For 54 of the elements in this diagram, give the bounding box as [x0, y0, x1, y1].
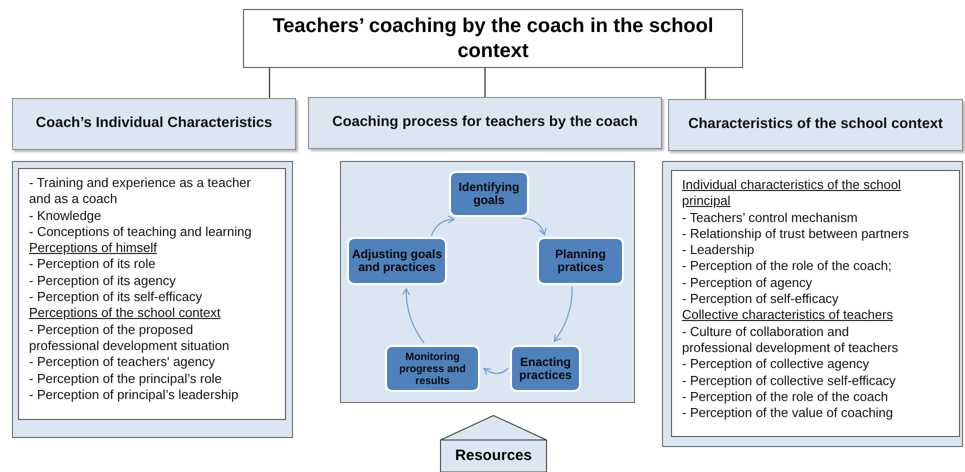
panel-background — [340, 161, 635, 403]
connector-line — [268, 68, 270, 98]
step-label: Monitoring progress and results — [398, 350, 467, 386]
process-step-box — [449, 171, 529, 217]
list-item: - Leadership — [682, 242, 756, 258]
header-box — [308, 97, 662, 149]
pentagon-box — [440, 415, 547, 472]
heading-text: Coach’s Individual Characteristics — [36, 114, 272, 134]
list-item: - Perception of teachers' agency — [29, 354, 216, 371]
list-item: - Perception of the role of the coach; — [682, 258, 893, 275]
list-item: - Perception of the value of coaching — [682, 405, 894, 422]
step-label: Planning pratices — [554, 248, 607, 274]
list-item: - Knowledge — [29, 208, 102, 224]
list-item: - Perception of collective self-efficacy — [682, 372, 897, 389]
list-item: - Culture of collaboration and professional development of teachers — [682, 324, 900, 356]
header-box — [12, 98, 296, 150]
heading-text: Coaching process for teachers by the coach — [332, 113, 638, 132]
box-label: Resources — [454, 446, 533, 466]
arrow — [402, 288, 425, 344]
list-item: - Perception of its role — [29, 256, 156, 273]
connector-line — [484, 68, 486, 97]
process-step-box — [537, 237, 624, 285]
arrow — [483, 368, 508, 376]
connector-line — [704, 68, 706, 99]
section-heading: Perceptions of himself — [29, 240, 158, 256]
list-item: - Perception of the principal’s role — [29, 370, 223, 387]
list-item: - Relationship of trust between partners — [682, 226, 910, 242]
step-label: Identifying goals — [458, 181, 520, 207]
process-step-box — [385, 345, 480, 392]
arrow — [554, 286, 573, 342]
title-text: Teachers’ coaching by the coach in the school context — [272, 14, 714, 64]
arrow — [522, 218, 546, 236]
section-heading: Perceptions of the school context — [29, 305, 222, 322]
title-box — [243, 9, 743, 68]
list-item: - Perception of collective agency — [682, 356, 870, 373]
step-label: Enacting practices — [518, 356, 573, 382]
list-item: - Perception of the proposed professional development situation — [29, 322, 230, 354]
process-step-box — [510, 345, 581, 392]
section-heading: Individual characteristics of the school principal — [682, 177, 902, 210]
list-item: - Perception of agency — [682, 274, 814, 292]
section-heading: Collective characteristics of teachers — [682, 307, 894, 324]
step-label: Adjusting goals and practices — [351, 248, 443, 274]
arrow — [431, 216, 455, 236]
heading-text: Characteristics of the school context — [688, 115, 943, 134]
list-item: - Perception of principal’s leadership — [29, 386, 240, 404]
list-item: - Perception of the role of the coach — [682, 388, 889, 406]
list-item: - Perception of self-efficacy — [682, 291, 840, 308]
list-item: - Conceptions of teaching and learning — [29, 224, 253, 240]
process-step-box — [347, 237, 447, 285]
list-item: - Perception of its agency — [29, 272, 177, 290]
list-item: - Teachers’ control mechanism — [682, 210, 859, 226]
header-box — [668, 99, 963, 151]
list-item: - Perception of its self-efficacy — [29, 289, 204, 306]
list-item: - Training and experience as a teacher and as a coach — [29, 175, 252, 208]
